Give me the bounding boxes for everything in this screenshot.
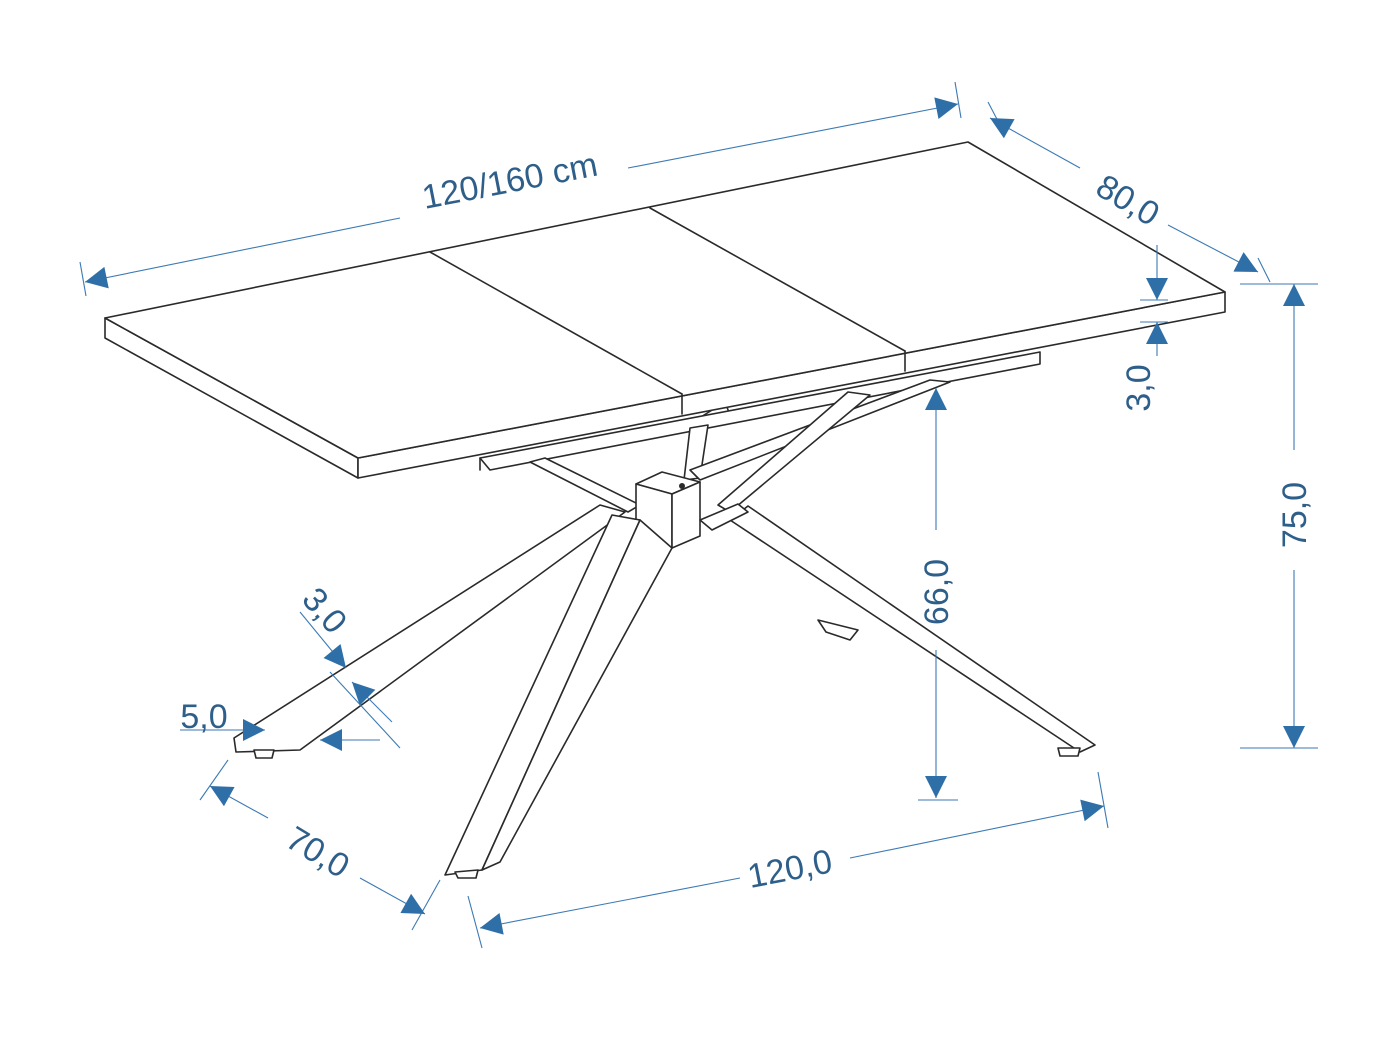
column-side-face bbox=[671, 481, 701, 549]
dim-line bbox=[359, 877, 426, 915]
upper-struts bbox=[529, 379, 951, 513]
leg-back-shadow bbox=[817, 619, 859, 641]
foot-offset-label: 5,0 bbox=[180, 698, 227, 736]
dim-line bbox=[849, 799, 1105, 859]
leg-clearance-label: 66,0 bbox=[918, 559, 956, 625]
dim-line bbox=[84, 217, 401, 289]
leg-front-center-side bbox=[481, 519, 673, 871]
dim-base-depth: 70,0 bbox=[199, 759, 441, 931]
apron bbox=[479, 351, 1041, 471]
dim-total-height: 75,0 bbox=[1240, 283, 1318, 749]
apron-rail bbox=[479, 351, 1041, 471]
front-legs bbox=[233, 503, 749, 879]
table-drawing bbox=[104, 141, 1226, 879]
dim-line bbox=[209, 785, 269, 819]
base-length-label: 120,0 bbox=[745, 842, 836, 896]
leg-back-right bbox=[729, 505, 1096, 753]
leg-width-label: 3,0 bbox=[294, 580, 354, 641]
dim-line bbox=[1167, 224, 1259, 273]
foot-back-right bbox=[1057, 747, 1081, 757]
ext-line bbox=[411, 879, 441, 931]
dim-line bbox=[299, 611, 347, 669]
ext-line bbox=[1097, 771, 1109, 829]
base-depth-label: 70,0 bbox=[280, 819, 356, 886]
dim-line bbox=[627, 97, 959, 169]
extension-seam-left bbox=[429, 251, 683, 395]
leg-joint-right bbox=[699, 503, 749, 531]
ext-line bbox=[467, 895, 483, 949]
ext-line bbox=[1257, 257, 1271, 283]
strut-front-left bbox=[529, 457, 641, 513]
total-height-label: 75,0 bbox=[1276, 482, 1314, 548]
ext-line bbox=[954, 81, 962, 119]
tabletop-surface bbox=[104, 141, 1226, 459]
extension-seam-right bbox=[649, 207, 906, 352]
tabletop bbox=[104, 141, 1226, 479]
dim-base-length: 120,0 bbox=[467, 771, 1109, 949]
dim-line bbox=[479, 877, 741, 935]
ext-line bbox=[199, 759, 229, 801]
ext-line bbox=[987, 101, 1001, 126]
ext-line bbox=[79, 261, 87, 297]
dim-line bbox=[989, 117, 1081, 169]
dim-leg-clearance: 66,0 bbox=[918, 388, 958, 801]
ext-line bbox=[329, 671, 401, 749]
foot-front-center bbox=[454, 869, 479, 879]
top-thickness-label: 3,0 bbox=[1120, 364, 1158, 411]
dim-foot-offset: 5,0 bbox=[180, 698, 380, 751]
foot-front-left bbox=[253, 749, 275, 759]
column-bolt bbox=[679, 483, 685, 489]
dim-top-thickness: 3,0 bbox=[1120, 245, 1168, 412]
dim-line bbox=[351, 681, 393, 723]
length-extendable-label: 120/160 cm bbox=[419, 146, 601, 217]
